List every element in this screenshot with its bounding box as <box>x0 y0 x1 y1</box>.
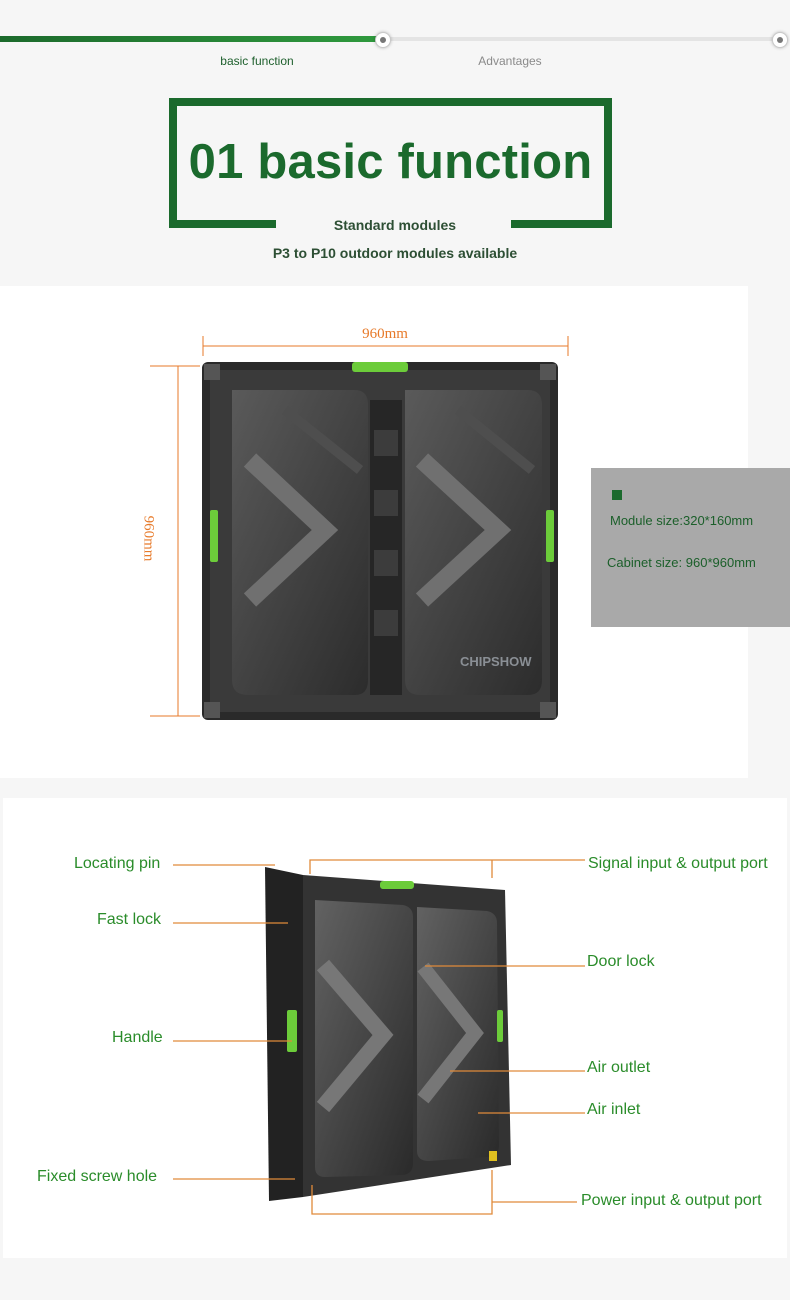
label-fast-lock: Fast lock <box>97 911 162 928</box>
spec-box <box>591 468 790 627</box>
page-title: 01 basic function <box>188 135 593 189</box>
step-advantages[interactable]: Advantages <box>478 54 542 68</box>
label-signal-port: Signal input & output port <box>588 855 768 872</box>
brand-watermark: CHIPSHOW <box>460 654 532 669</box>
label-air-inlet: Air inlet <box>587 1101 641 1118</box>
label-handle: Handle <box>112 1029 163 1046</box>
label-power-port: Power input & output port <box>581 1192 762 1209</box>
leader-lines <box>173 859 585 1215</box>
label-door-lock: Door lock <box>587 953 655 970</box>
step-1-knob[interactable] <box>375 32 391 48</box>
subtitle-standard-modules: Standard modules <box>333 217 457 233</box>
spec-cabinet-size: Cabinet size: 960*960mm <box>607 555 756 570</box>
title-frame-bottom-left <box>169 220 276 228</box>
progress-track <box>0 37 785 41</box>
label-fixed-screw-hole: Fixed screw hole <box>37 1168 158 1185</box>
dimension-lines <box>150 336 569 717</box>
spec-module-size: Module size:320*160mm <box>610 513 754 528</box>
height-dimension-label: 960mm <box>140 515 157 562</box>
title-frame-bottom-right <box>511 220 612 228</box>
spec-bullet-icon <box>612 490 622 500</box>
title-frame-left <box>169 98 177 228</box>
label-locating-pin: Locating pin <box>74 855 161 872</box>
title-frame-right <box>604 98 612 228</box>
step-2-knob[interactable] <box>772 32 788 48</box>
title-frame-top <box>169 98 612 106</box>
width-dimension-label: 960mm <box>362 326 408 342</box>
step-basic-function[interactable]: basic function <box>220 54 294 68</box>
subtitle-modules-available: P3 to P10 outdoor modules available <box>272 245 518 261</box>
cabinet-front-image: CHIPSHOW <box>202 362 558 720</box>
progress-fill <box>0 36 383 42</box>
label-air-outlet: Air outlet <box>587 1059 651 1076</box>
cabinet-angled-image <box>265 867 511 1201</box>
